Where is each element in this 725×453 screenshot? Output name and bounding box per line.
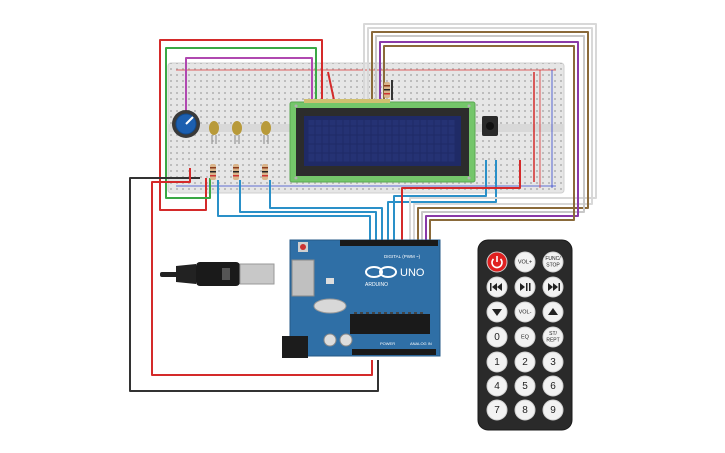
remote-button-power[interactable] bbox=[486, 251, 508, 273]
remote-button-st-rept[interactable]: ST/REPT bbox=[542, 326, 564, 348]
wire-blue-4 bbox=[393, 160, 487, 243]
skip-forward-icon bbox=[548, 283, 560, 291]
usb-cable bbox=[160, 262, 275, 286]
arduino-logo bbox=[365, 266, 397, 278]
arduino-uno: UNO ARDUINO DIGITAL (PWM ~) POWER ANALOG… bbox=[282, 239, 441, 358]
wire-white-3 bbox=[375, 35, 585, 243]
wires bbox=[129, 23, 597, 392]
arduino-brand: ARDUINO bbox=[365, 282, 388, 288]
wire-red-top bbox=[159, 39, 323, 211]
remote-button-6[interactable]: 6 bbox=[542, 375, 564, 397]
power-icon bbox=[491, 256, 503, 269]
remote-button-5[interactable]: 5 bbox=[514, 375, 536, 397]
wire-blue-2 bbox=[239, 180, 377, 243]
remote-button-play-pause[interactable] bbox=[514, 276, 536, 298]
wire-blue-5 bbox=[387, 160, 497, 243]
wire-black-gnd bbox=[129, 177, 379, 392]
remote-keypad: VOL+ FUNC/STOP VOL- 0 EQ ST/REPT 1 2 3 4 5 6 7 8 9 bbox=[486, 251, 564, 421]
triangle-down-icon bbox=[492, 309, 502, 316]
resistor-2 bbox=[233, 164, 239, 180]
remote-button-label: 4 bbox=[494, 381, 500, 392]
remote-button-up[interactable] bbox=[542, 301, 564, 323]
power-header-label: POWER bbox=[380, 341, 395, 346]
remote-button-prev[interactable] bbox=[486, 276, 508, 298]
remote-button-label: 2 bbox=[522, 357, 528, 368]
remote-button-3[interactable]: 3 bbox=[542, 351, 564, 373]
triangle-up-icon bbox=[548, 308, 558, 315]
remote-button-2[interactable]: 2 bbox=[514, 351, 536, 373]
resistor-lcd bbox=[384, 82, 390, 98]
ir-remote: VOL+ FUNC/STOP VOL- 0 EQ ST/REPT 1 2 3 4 5 6 7 8 9 bbox=[477, 239, 573, 431]
resistor-1 bbox=[210, 164, 216, 180]
remote-button-7[interactable]: 7 bbox=[486, 399, 508, 421]
led-1 bbox=[209, 121, 219, 144]
wire-white-1 bbox=[363, 23, 597, 243]
remote-button-label: 6 bbox=[550, 381, 556, 392]
remote-button-label: VOL- bbox=[519, 310, 532, 316]
wire-red-lcd bbox=[327, 71, 335, 101]
remote-button-8[interactable]: 8 bbox=[514, 399, 536, 421]
remote-button-next[interactable] bbox=[542, 276, 564, 298]
remote-button-vol-down[interactable]: VOL- bbox=[514, 301, 536, 323]
remote-button-label: 0 bbox=[494, 332, 500, 343]
wire-purple-1 bbox=[379, 41, 579, 243]
lcd-module bbox=[289, 99, 476, 183]
led-3 bbox=[261, 121, 271, 144]
wire-red-5v bbox=[151, 168, 373, 376]
remote-button-label: REPT bbox=[546, 338, 559, 344]
arduino-model: UNO bbox=[400, 267, 425, 279]
remote-button-label: FUNC/ bbox=[545, 256, 561, 262]
skip-back-icon bbox=[490, 283, 502, 291]
potentiometer[interactable] bbox=[172, 110, 200, 138]
wire-brown-2 bbox=[383, 45, 575, 243]
remote-button-1[interactable]: 1 bbox=[486, 351, 508, 373]
play-pause-icon bbox=[520, 283, 531, 291]
lcd-pin-header bbox=[304, 99, 390, 103]
analog-header-label: ANALOG IN bbox=[410, 341, 432, 346]
wire-red-ir bbox=[401, 160, 521, 243]
wire-brown-1 bbox=[371, 31, 589, 243]
remote-button-label: 5 bbox=[522, 381, 528, 392]
remote-button-label: EQ bbox=[521, 335, 530, 341]
remote-button-label: 7 bbox=[494, 405, 500, 416]
remote-button-label: 8 bbox=[522, 405, 528, 416]
remote-button-4[interactable]: 4 bbox=[486, 375, 508, 397]
ir-receiver bbox=[482, 116, 498, 136]
remote-button-vol-up[interactable]: VOL+ bbox=[514, 251, 536, 273]
remote-button-down[interactable] bbox=[486, 301, 508, 323]
remote-button-label: ST/ bbox=[549, 331, 557, 337]
digital-header-label: DIGITAL (PWM ~) bbox=[384, 254, 421, 259]
wire-blue-1 bbox=[217, 180, 371, 243]
remote-button-label: STOP bbox=[546, 263, 560, 269]
remote-button-label: 9 bbox=[550, 405, 556, 416]
remote-button-func-stop[interactable]: FUNC/STOP bbox=[542, 251, 564, 273]
remote-button-label: 3 bbox=[550, 357, 556, 368]
remote-button-label: 1 bbox=[494, 357, 500, 368]
led-2 bbox=[232, 121, 242, 144]
remote-button-9[interactable]: 9 bbox=[542, 399, 564, 421]
wire-blue-3 bbox=[269, 180, 383, 243]
remote-button-label: VOL+ bbox=[518, 260, 532, 266]
resistor-3 bbox=[262, 164, 268, 180]
wire-purple-pot bbox=[185, 57, 313, 112]
wire-white-2 bbox=[367, 27, 593, 243]
remote-button-eq[interactable]: EQ bbox=[514, 326, 536, 348]
wire-green-top bbox=[165, 47, 317, 199]
remote-button-0[interactable]: 0 bbox=[486, 326, 508, 348]
